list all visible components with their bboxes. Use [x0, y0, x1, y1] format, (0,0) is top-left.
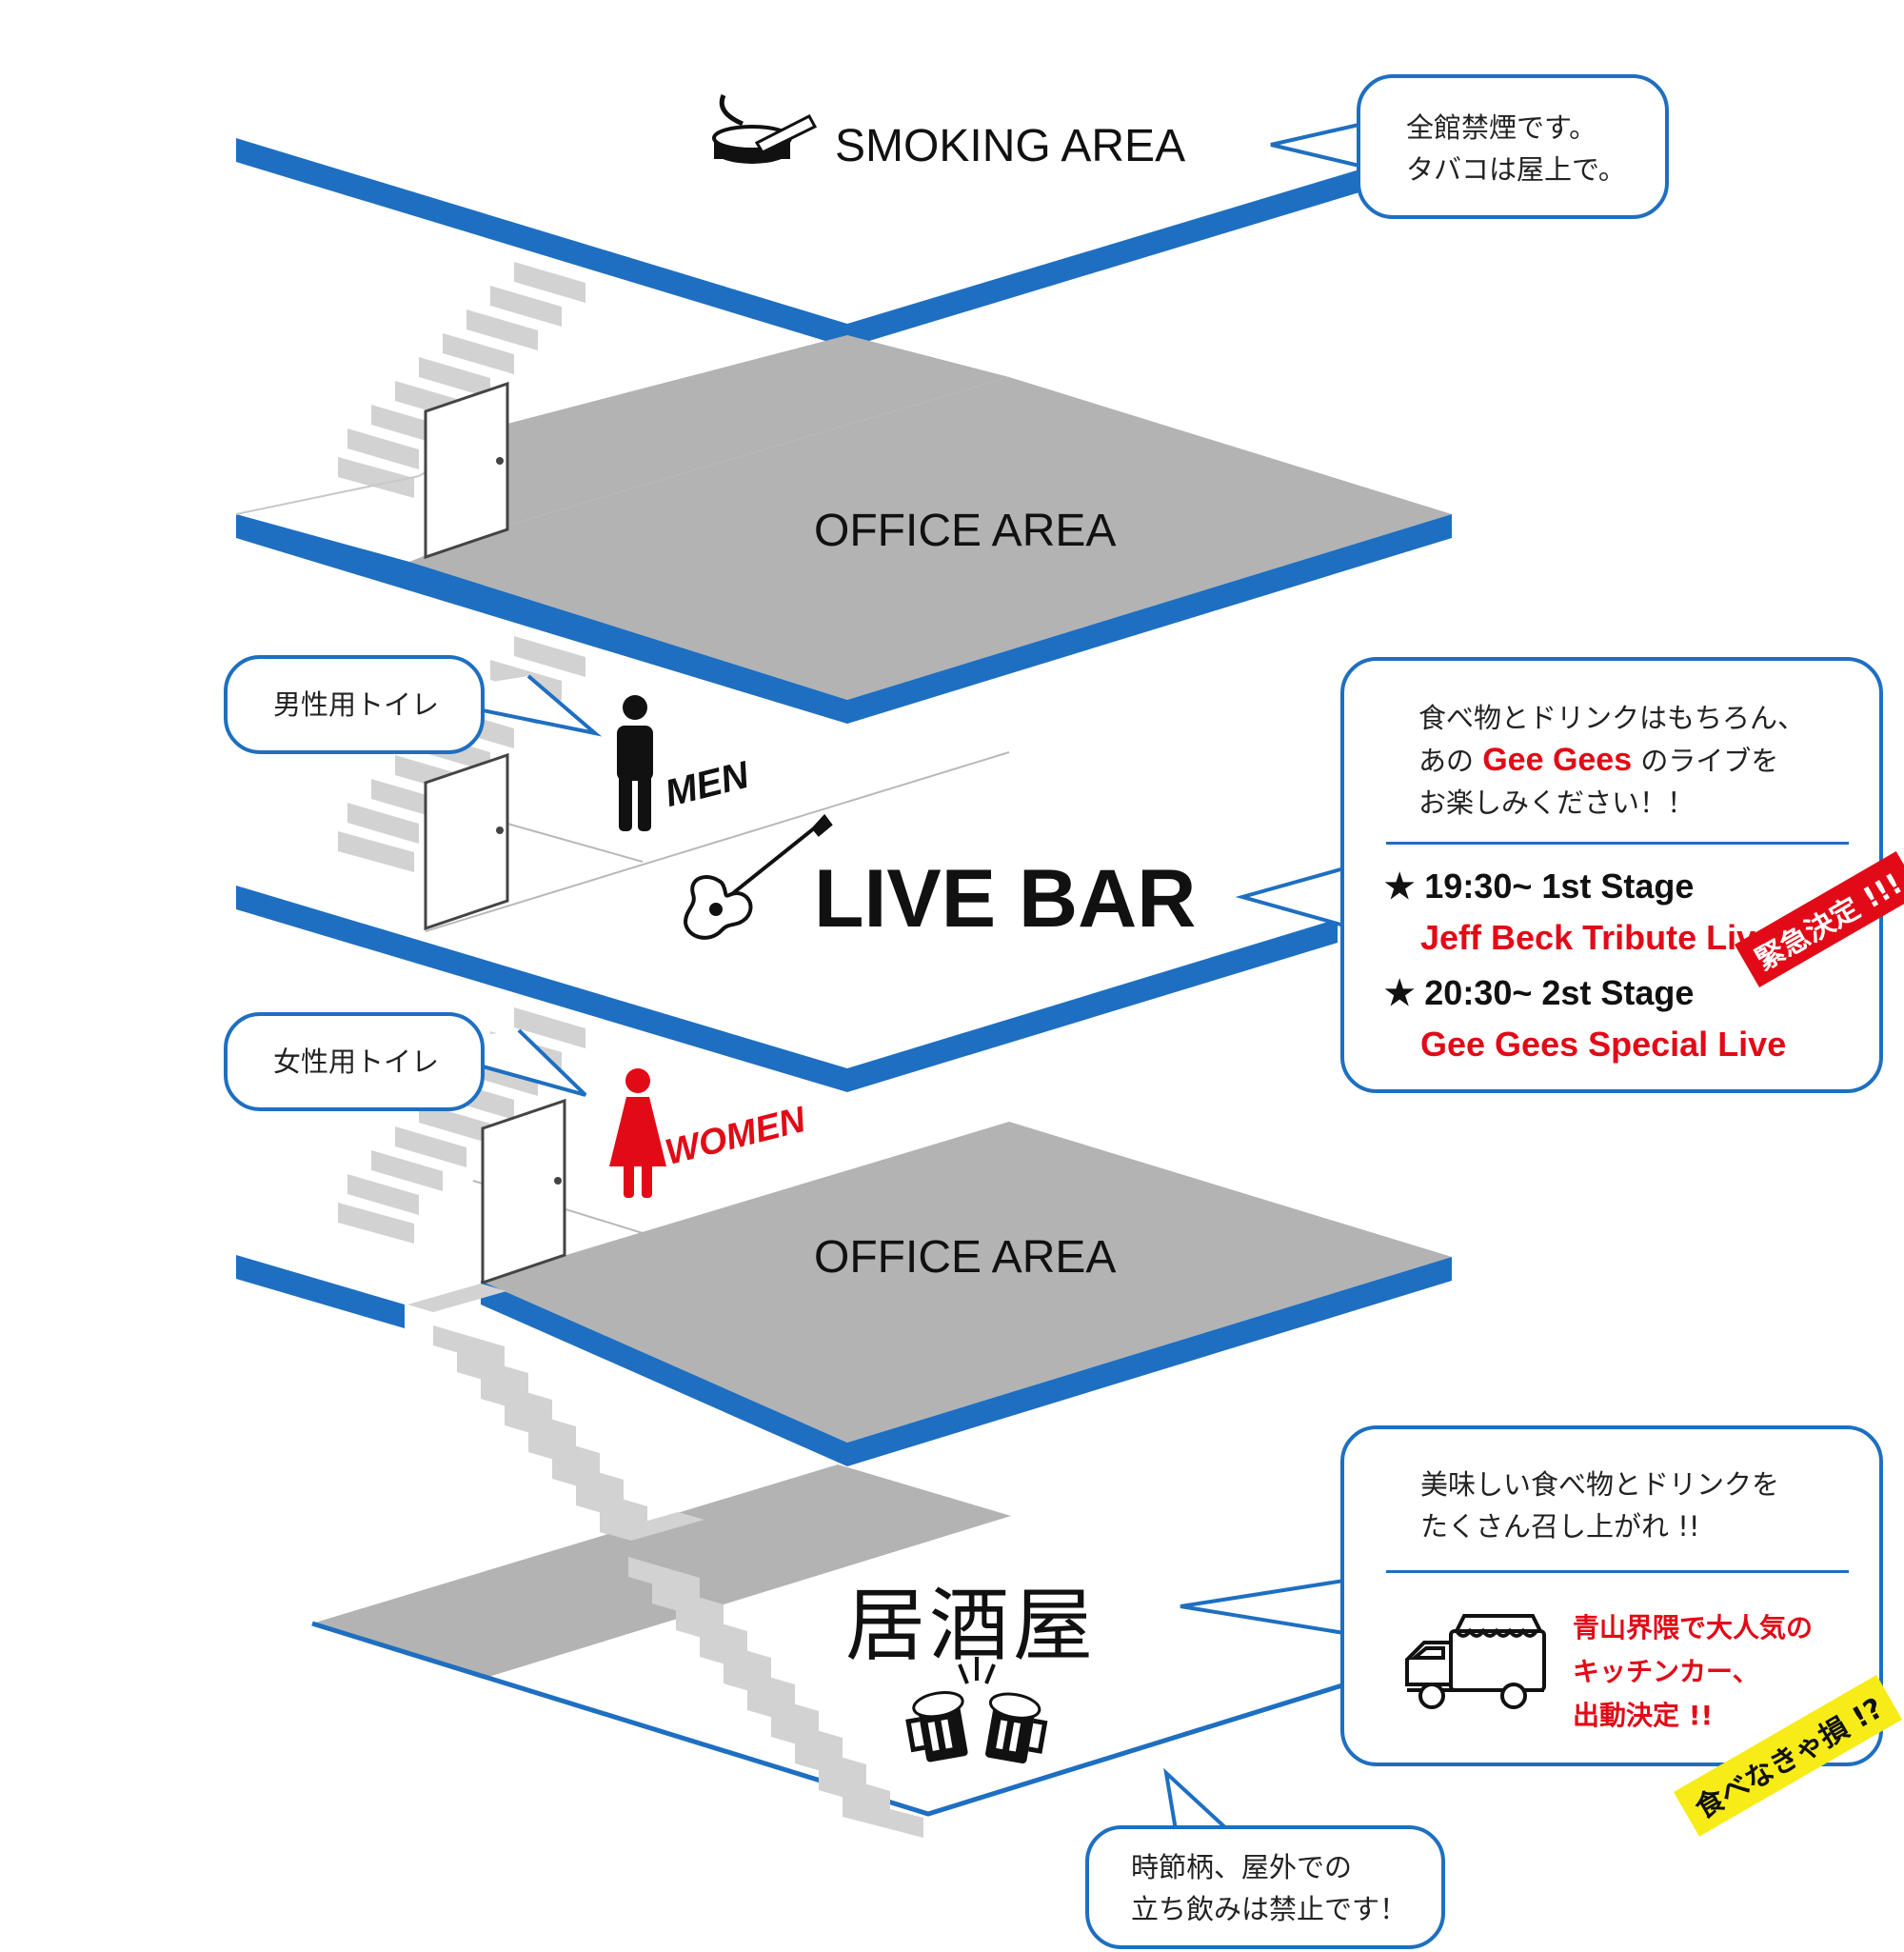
stairs-icon — [407, 1284, 671, 1553]
live-bar-callout-tail — [1235, 866, 1345, 927]
outdoor-line1: 時節柄、屋外での — [1131, 1851, 1353, 1883]
outdoor-callout: 時節柄、屋外での 立ち飲みは禁止です！ — [1085, 1825, 1445, 1949]
outdoor-line2: 立ち飲みは禁止です！ — [1131, 1893, 1408, 1925]
rooftop-floor — [236, 138, 1359, 348]
women-callout: 女性用トイレ — [224, 1012, 485, 1111]
door-icon — [424, 752, 509, 931]
men-callout-text: 男性用トイレ — [273, 688, 440, 721]
food-truck-icon — [1405, 1614, 1546, 1709]
stage1-title: Jeff Beck Tribute Live — [1420, 918, 1775, 957]
live-bar-floor — [236, 751, 1338, 1092]
live-bar-intro-line1: 食べ物とドリンクはもちろん、 — [1418, 702, 1806, 734]
stage2-title: Gee Gees Special Live — [1420, 1025, 1787, 1064]
smoking-callout-tail — [1270, 122, 1364, 169]
live-bar-intro-line2-post: のライブを — [1640, 745, 1779, 777]
live-bar-intro-line3: お楽しみください！！ — [1418, 787, 1696, 819]
office-area-lower-label: OFFICE AREA — [814, 1232, 1117, 1283]
izakaya-divider — [1386, 1570, 1849, 1573]
live-bar-callout: 食べ物とドリンクはもちろん、 あの Gee Gees のライブを お楽しみくださ… — [1340, 657, 1883, 1093]
ashtray-icon — [712, 93, 818, 164]
live-bar-divider — [1386, 842, 1849, 845]
band-name: Gee Gees — [1482, 742, 1633, 778]
smoking-callout-line1: 全館禁煙です。 — [1406, 111, 1597, 144]
izakaya-label: 居酒屋 — [845, 1579, 1098, 1672]
men-callout: 男性用トイレ — [224, 655, 485, 754]
truck-line1: 青山界隈で大人気の — [1573, 1612, 1814, 1643]
izakaya-callout: 美味しい食べ物とドリンクを たくさん召し上がれ !! 青山界隈で大人気の キッチ… — [1340, 1425, 1883, 1766]
office-area-upper-label: OFFICE AREA — [814, 506, 1117, 556]
stage1-time: ★ 19:30~ 1st Stage — [1384, 866, 1695, 906]
door-icon — [481, 1098, 566, 1285]
stairs-icon — [605, 1512, 923, 1838]
live-bar-label: LIVE BAR — [814, 853, 1197, 945]
live-bar-intro-line2-pre: あの — [1418, 745, 1475, 777]
men-restroom-icon — [617, 695, 653, 831]
smoking-callout-line2: タバコは屋上で。 — [1406, 153, 1626, 186]
izakaya-line2: たくさん召し上がれ !! — [1420, 1510, 1700, 1543]
izakaya-line1: 美味しい食べ物とドリンクを — [1420, 1468, 1780, 1501]
beer-mugs-icon — [905, 1657, 1048, 1764]
izakaya-callout-tail — [1180, 1579, 1345, 1635]
women-callout-text: 女性用トイレ — [273, 1046, 440, 1078]
door-icon — [424, 381, 509, 560]
guitar-icon — [683, 813, 833, 940]
women-restroom-icon — [609, 1068, 666, 1198]
smoking-area-label: SMOKING AREA — [835, 121, 1186, 171]
outdoor-callout-tail — [1163, 1767, 1230, 1832]
smoking-callout: 全館禁煙です。 タバコは屋上で。 — [1357, 74, 1669, 219]
stage2-time: ★ 20:30~ 2st Stage — [1384, 973, 1695, 1012]
live-bar-intro-line2: あの Gee Gees のライブを — [1418, 739, 1805, 782]
truck-line2: キッチンカー、 — [1573, 1656, 1759, 1687]
truck-line3: 出動決定 !! — [1573, 1700, 1714, 1731]
